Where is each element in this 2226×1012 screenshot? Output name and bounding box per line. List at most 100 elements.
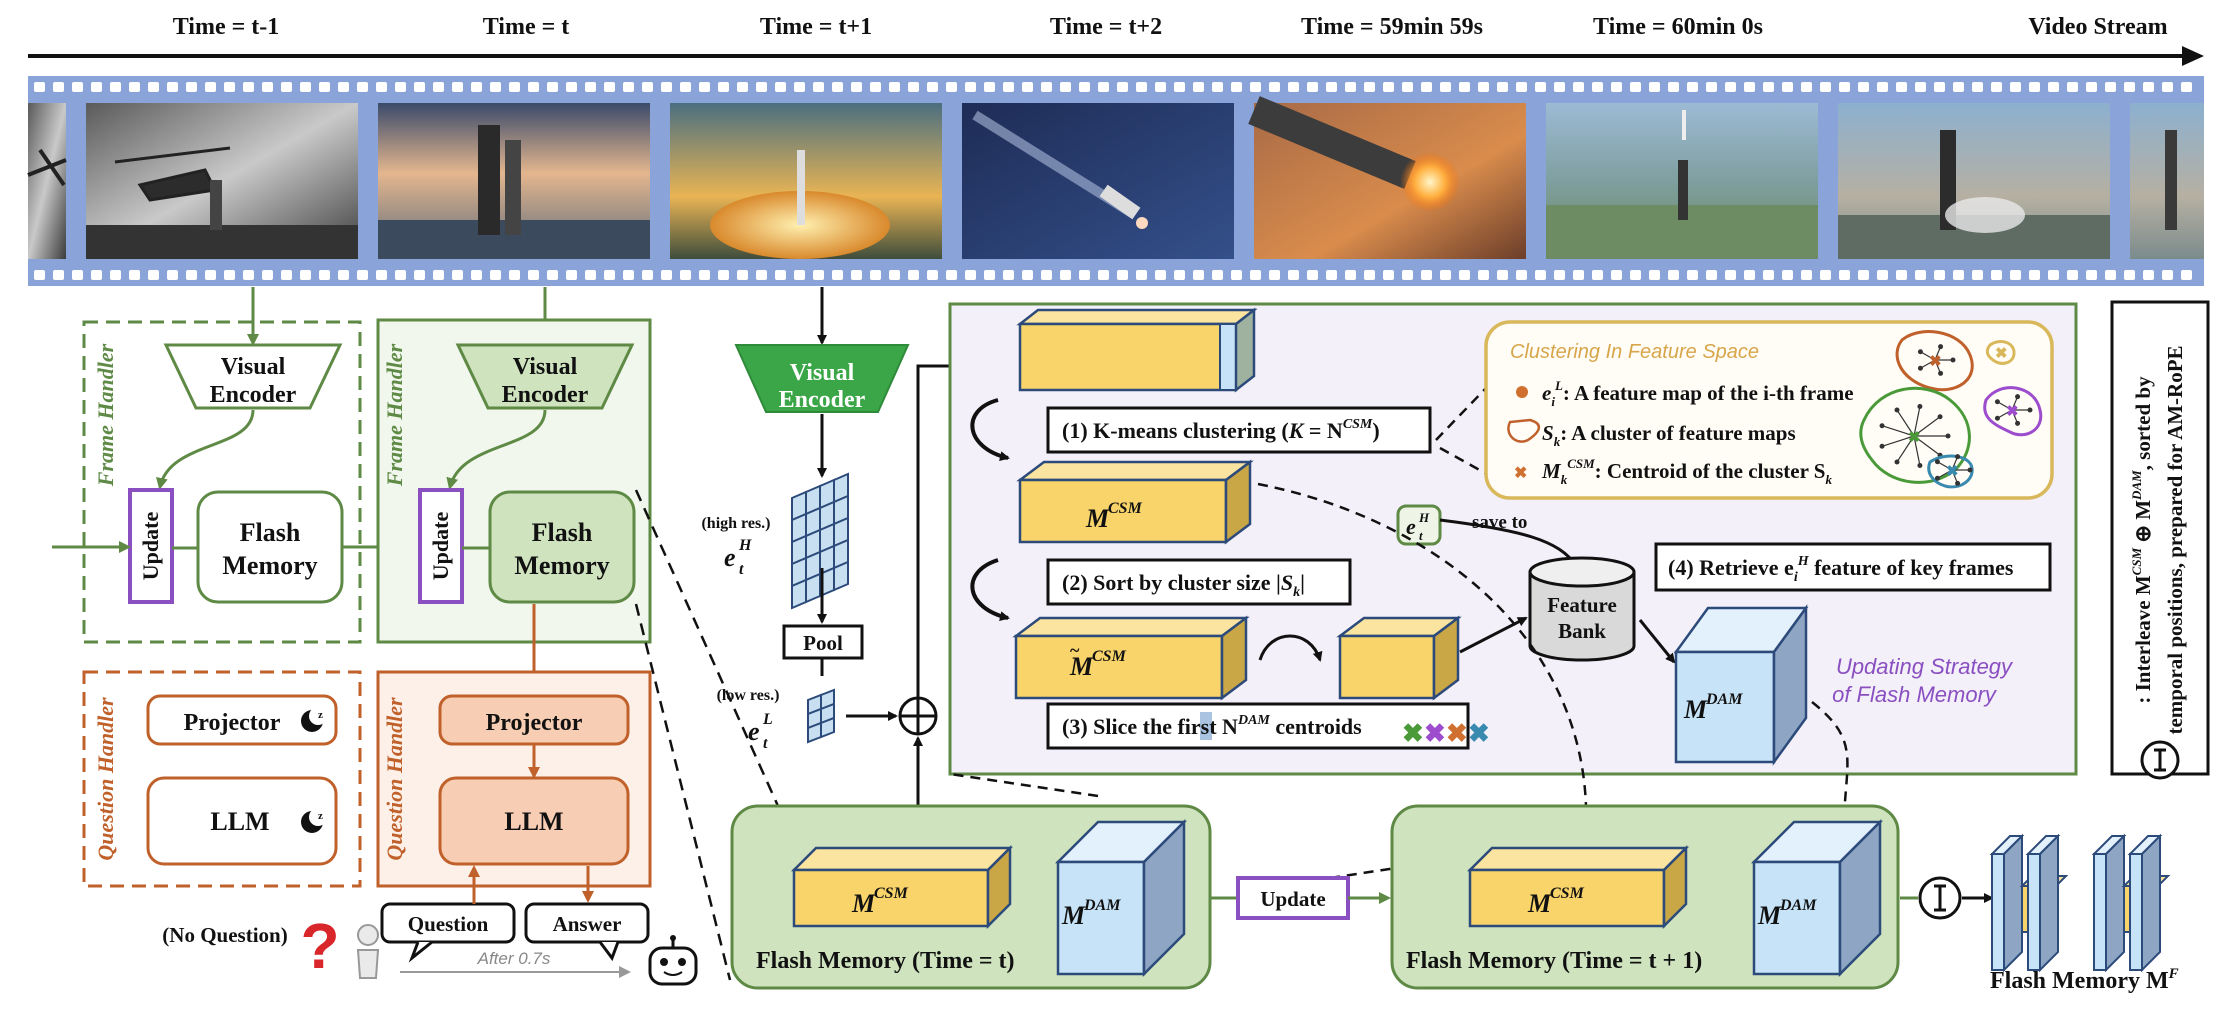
m-label-1: M [1085, 504, 1110, 533]
answer-bubble [524, 902, 650, 944]
film-hole [376, 82, 387, 92]
frame-handler-panel-t: Frame Handler Visual Encoder Update Flas… [376, 318, 652, 644]
film-hole [1991, 82, 2002, 92]
cluster-point [1934, 459, 1940, 465]
film-hole [889, 270, 900, 280]
step1-box [1046, 406, 1432, 454]
film-hole [794, 82, 805, 92]
m-dam-bottom-2: M DAM [1750, 818, 1884, 978]
film-hole [34, 270, 45, 280]
film-hole [1687, 82, 1698, 92]
film-strip [27, 76, 2204, 286]
m-label-2: M [1069, 652, 1094, 681]
film-hole [547, 82, 558, 92]
film-hole [1801, 82, 1812, 92]
film-hole [1782, 270, 1793, 280]
film-hole [1174, 82, 1185, 92]
film-hole [319, 82, 330, 92]
film-hole [414, 82, 425, 92]
film-hole [1820, 82, 1831, 92]
final-dam-slice [2129, 853, 2143, 971]
film-hole [91, 270, 102, 280]
film-hole [566, 82, 577, 92]
tag-e-sub: t [1419, 528, 1423, 543]
film-hole [1801, 270, 1812, 280]
frame-0-partial [27, 103, 67, 259]
cluster-edge [1881, 425, 1915, 437]
film-hole [661, 270, 672, 280]
cluster-blob [1985, 340, 2016, 365]
film-hole [2010, 82, 2021, 92]
frame-6-catch [1546, 103, 1818, 259]
film-hole [148, 270, 159, 280]
time-label-t-plus-1: Time = t+1 [760, 14, 872, 40]
film-hole [1497, 270, 1508, 280]
film-hole [1250, 82, 1261, 92]
film-hole [1345, 82, 1356, 92]
film-hole [91, 82, 102, 92]
feature-cell [833, 560, 849, 592]
film-hole [1896, 270, 1907, 280]
fm-final-label: Flash Memory MF [1990, 966, 2179, 994]
feature-bank-label-1: Feature [1547, 593, 1617, 617]
frame-1-helicopter [86, 103, 358, 259]
film-hole [490, 82, 501, 92]
film-hole [1155, 82, 1166, 92]
film-hole [1915, 270, 1926, 280]
film-hole [699, 82, 710, 92]
film-hole [642, 82, 653, 92]
film-hole [1307, 82, 1318, 92]
film-hole [1231, 82, 1242, 92]
film-hole [1383, 82, 1394, 92]
visual-encoder-3-label-a: Visual [790, 360, 855, 386]
no-question-label: (No Question) [162, 923, 287, 947]
visual-encoder-2-label-b: Encoder [502, 382, 589, 408]
time-label-60min: Time = 60min 0s [1593, 14, 1763, 40]
flash-memory-t: M CSM M DAM Flash Memory (Time = t) [730, 804, 1212, 990]
time-label-59min: Time = 59min 59s [1301, 14, 1483, 40]
film-hole [1136, 82, 1147, 92]
cluster-edge [1913, 435, 1921, 466]
m-dam-bottom-1: M DAM [1054, 818, 1188, 978]
pool-label: Pool [803, 631, 843, 655]
fm-t1-label: Flash Memory (Time = t + 1) [1406, 948, 1702, 974]
film-hole [1744, 270, 1755, 280]
film-hole [1668, 270, 1679, 280]
film-hole [1022, 82, 1033, 92]
projector-1-label: Projector [184, 710, 281, 736]
film-hole [2124, 82, 2135, 92]
film-hole [566, 270, 577, 280]
clustering-panel: Clustering In Feature Space eiL: A featu… [1435, 320, 2054, 500]
m-dam-label-1: M [1683, 695, 1708, 724]
film-hole [1991, 270, 2002, 280]
film-hole [1003, 270, 1014, 280]
visual-encoder-1-label-a: Visual [221, 354, 286, 380]
circled-plus-icon [898, 696, 938, 736]
film-hole [2143, 270, 2154, 280]
flash-memory-t-plus-1: M CSM M DAM Flash Memory (Time = t + 1) [1390, 804, 1900, 990]
film-hole [661, 82, 672, 92]
zoom-line-top [634, 489, 780, 807]
e-symbol-low: e [748, 717, 760, 746]
arrow-encoder-to-update-2 [446, 409, 547, 490]
m-csm-bottom-1: M CSM [790, 844, 1014, 930]
film-hole [1212, 270, 1223, 280]
question-handler-label-1: Question Handler [93, 697, 118, 861]
film-hole [72, 270, 83, 280]
film-hole [2048, 82, 2059, 92]
film-hole [642, 270, 653, 280]
e-sup-h: H [738, 537, 752, 554]
film-hole [870, 270, 881, 280]
cluster-point [1950, 357, 1956, 363]
film-hole [1478, 82, 1489, 92]
film-hole [300, 270, 311, 280]
step2-box [1046, 558, 1352, 606]
film-hole [1269, 270, 1280, 280]
film-hole [357, 82, 368, 92]
cluster-edge [1896, 409, 1915, 437]
film-hole [1326, 82, 1337, 92]
cluster-edge [1881, 435, 1915, 447]
film-hole [110, 270, 121, 280]
qa-flow: (No Question) ? Question Answer After 0.… [162, 865, 698, 986]
